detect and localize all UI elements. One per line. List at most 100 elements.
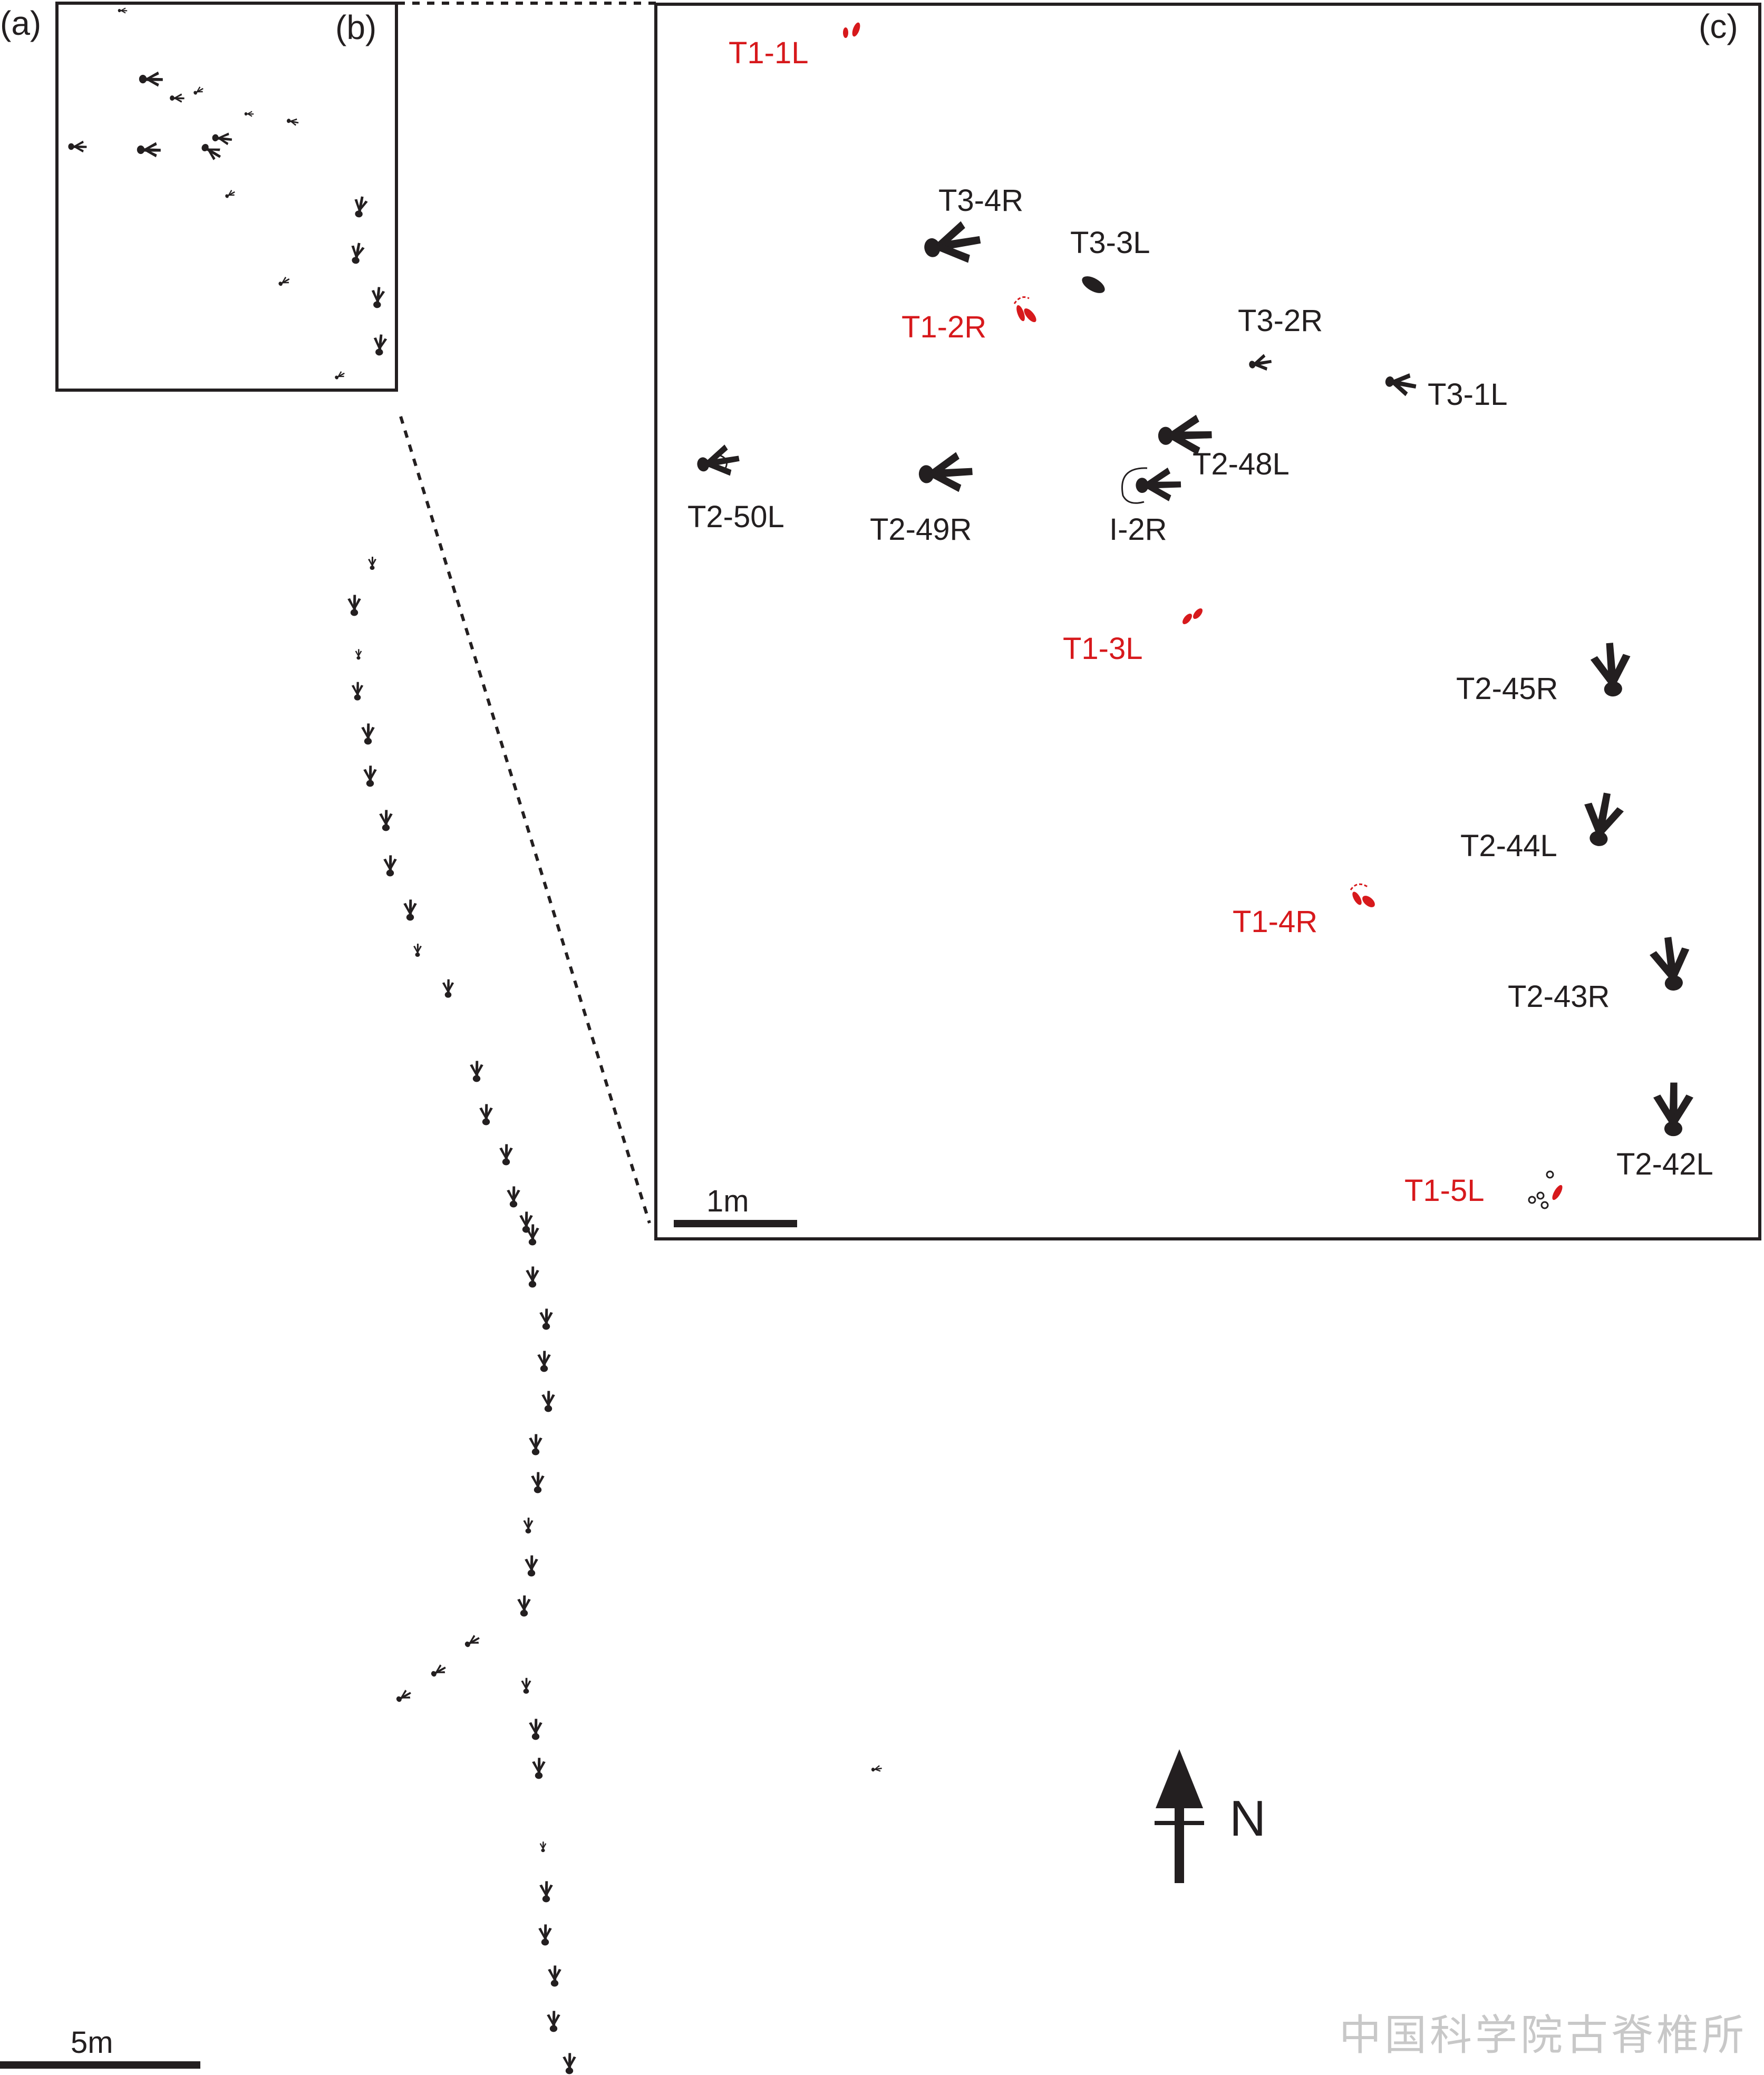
panel-b-frame: [55, 2, 398, 392]
footprint: [429, 1663, 448, 1680]
footprint-T3-2R: [1247, 353, 1273, 374]
footprint: [137, 142, 161, 158]
label-T2-44L: T2-44L: [1460, 829, 1557, 863]
label-I-2R: I-2R: [1109, 512, 1167, 547]
footprint: [333, 370, 346, 382]
label-T1-4R: T1-4R: [1233, 905, 1317, 939]
label-T2-42L: T2-42L: [1616, 1147, 1713, 1181]
footprint: [538, 1924, 552, 1946]
trace-outline: [1350, 883, 1368, 890]
footprint: [470, 1061, 483, 1082]
footprint: [370, 286, 385, 309]
footprint: [548, 1965, 561, 1987]
footprint: [523, 1517, 534, 1534]
label-T2-43R: T2-43R: [1508, 980, 1610, 1014]
footprint: [68, 140, 87, 153]
label-T1-2R: T1-2R: [902, 310, 986, 344]
label-T1-3L: T1-3L: [1063, 632, 1143, 666]
connector-bottom: [399, 416, 651, 1224]
footprint-T2-50L: [694, 442, 742, 481]
footprint: [529, 1719, 542, 1740]
footprint: [139, 71, 163, 87]
footprint: [355, 649, 362, 660]
footprint: [368, 557, 376, 570]
panel-c-label: (c): [1699, 7, 1738, 45]
footprint-T1-2R: [1016, 305, 1036, 323]
footprint: [170, 93, 185, 103]
label-T2-49R: T2-49R: [870, 512, 972, 547]
footprint: [118, 7, 128, 14]
footprint: [277, 275, 292, 288]
label-T2-45R: T2-45R: [1456, 672, 1558, 706]
footprint: [351, 682, 364, 701]
footprint-I-2R: [1135, 467, 1182, 503]
footprint: [462, 1633, 482, 1650]
footprint: [224, 189, 237, 200]
footprint: [192, 85, 205, 97]
trace-outline: [1121, 467, 1148, 504]
footprint: [351, 195, 369, 219]
north-arrow: N: [1155, 1749, 1266, 1883]
trace-outline: [1013, 296, 1030, 304]
north-label: N: [1229, 1790, 1266, 1847]
label-T2-50L: T2-50L: [687, 500, 784, 534]
trace-outline: [720, 454, 728, 471]
footprint-T2-43R: [1647, 934, 1695, 994]
footprint: [870, 1764, 883, 1773]
footprint: [363, 765, 377, 787]
footprint-T1-3L: [1183, 608, 1203, 624]
watermark: 中国科学院古脊椎所: [1339, 2011, 1747, 2060]
footprint-T3-3L: [1082, 276, 1105, 293]
footprint: [531, 1472, 545, 1494]
footprint: [348, 241, 366, 265]
footprint-T1-5L: [1552, 1185, 1563, 1200]
footprint: [394, 1688, 413, 1705]
footprint: [442, 979, 454, 998]
label-T2-48L: T2-48L: [1193, 447, 1290, 481]
labels-black: T3-4R T3-3L T3-2R T3-1L T2-48L T2-50L T2…: [687, 183, 1713, 1181]
footprint-T2-45R: [1589, 641, 1634, 699]
panel-a-label: (a): [0, 4, 41, 42]
scale-bar-main: 5m: [0, 2025, 200, 2069]
footprint: [499, 1144, 513, 1166]
panel-b-label: (b): [335, 8, 376, 46]
footprint: [383, 855, 397, 877]
footprint: [517, 1595, 531, 1617]
footprint-T2-44L: [1577, 789, 1626, 850]
panel-c-red-tracks: [843, 22, 1563, 1200]
label-T1-1L: T1-1L: [729, 36, 809, 70]
footprint-T3-1L: [1383, 369, 1418, 398]
footprint: [521, 1678, 531, 1694]
label-T1-5L: T1-5L: [1404, 1174, 1485, 1208]
footprint: [372, 334, 387, 356]
footprint: [379, 810, 393, 831]
footprint: [529, 1434, 542, 1456]
footprint-T1-4R: [1352, 891, 1375, 907]
footprint: [244, 111, 254, 117]
footprint: [507, 1186, 520, 1208]
label-T3-4R: T3-4R: [938, 183, 1023, 218]
footprint: [479, 1104, 493, 1126]
footprint: [519, 1211, 533, 1233]
scale-bar-main-label: 5m: [71, 2025, 113, 2060]
footprint: [199, 140, 224, 162]
scale-bar-inset: 1m: [674, 1184, 797, 1227]
footprint-T1-1L: [843, 22, 860, 38]
footprint: [532, 1758, 546, 1779]
footprint: [539, 1841, 547, 1853]
footprint: [361, 723, 375, 745]
main-trackway: [347, 557, 883, 2074]
panel-c-tracks: [694, 218, 1695, 1137]
footprint: [286, 117, 299, 127]
scale-bar-inset-label: 1m: [706, 1184, 749, 1218]
footprint: [539, 1881, 553, 1903]
label-T3-1L: T3-1L: [1428, 377, 1508, 412]
label-T3-2R: T3-2R: [1238, 304, 1323, 338]
footprint-T3-4R: [920, 218, 984, 270]
footprint: [547, 2011, 560, 2032]
labels-red: T1-1L T1-2R T1-3L T1-4R T1-5L: [729, 36, 1485, 1208]
footprint-T2-49R: [917, 451, 974, 495]
footprint: [541, 1391, 555, 1412]
footprint: [563, 2053, 576, 2074]
